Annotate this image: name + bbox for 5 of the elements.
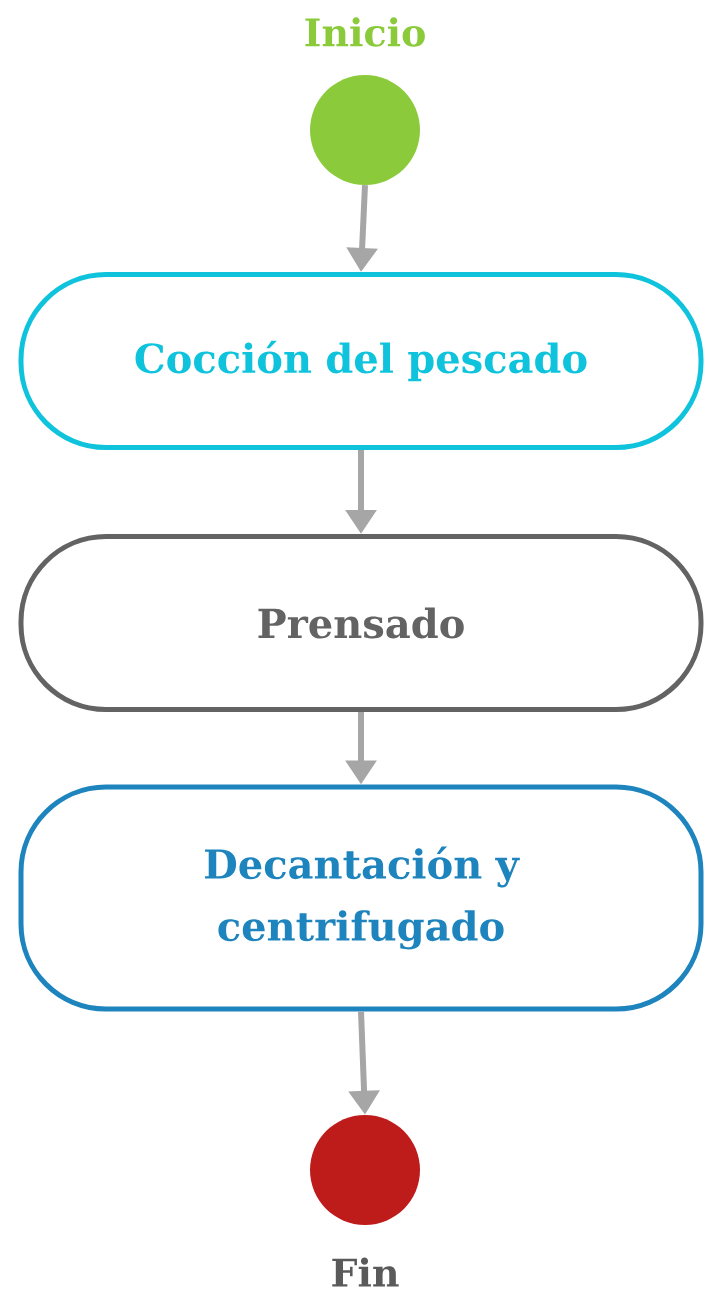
process-box: Cocción del pescado — [18, 272, 704, 450]
process-box: Decantación y centrifugado — [18, 784, 704, 1012]
terminal-label: Fin — [332, 1257, 399, 1287]
terminal-label: Inicio — [305, 17, 425, 47]
process-box: Prensado — [18, 534, 704, 712]
